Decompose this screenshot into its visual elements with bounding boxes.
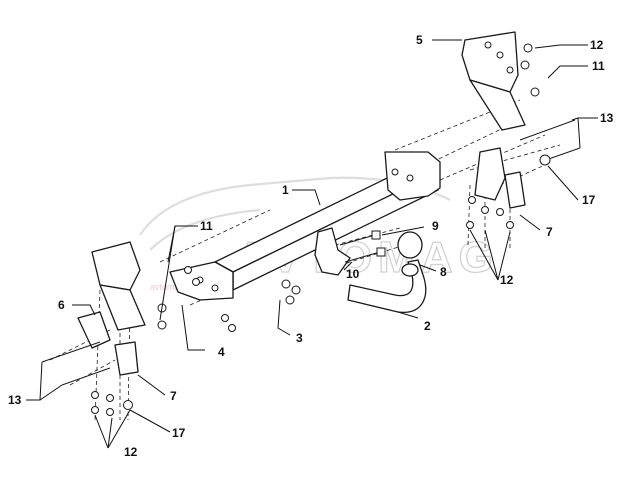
- tow-ball-base: [401, 263, 419, 277]
- callout-1: 1: [282, 183, 289, 197]
- nuts-washers: [91, 43, 551, 416]
- callout-8: 8: [440, 265, 447, 279]
- left-bracket-part-6: [77, 241, 146, 349]
- tow-ball-part-8: [397, 231, 423, 277]
- long-bolts-part-13: [41, 119, 581, 386]
- callout-6: 6: [58, 298, 65, 312]
- left-bracket-arm: [99, 284, 146, 331]
- callout-12-right: 12: [500, 273, 514, 287]
- left-bracket-plate: [91, 241, 141, 291]
- callout-11-right: 11: [592, 59, 605, 73]
- watermark-car-line: [149, 208, 261, 251]
- crossbar-part-1: [169, 151, 441, 301]
- callout-10: 10: [346, 267, 360, 281]
- right-bracket-arm: [469, 79, 526, 131]
- callout-2: 2: [424, 319, 431, 333]
- callout-7-left: 7: [170, 389, 177, 403]
- callout-12-left: 12: [124, 445, 138, 459]
- tow-neck-body: [347, 259, 427, 313]
- clamp-plates-part-7: [114, 147, 526, 376]
- right-bracket-part-5: [461, 31, 526, 131]
- leader-lines: [26, 39, 598, 449]
- callout-9: 9: [432, 219, 439, 233]
- tow-ball-neck-part-2: [347, 259, 427, 313]
- callout-11-left: 11: [200, 219, 213, 233]
- right-bracket-plate: [461, 31, 519, 93]
- callout-13-left: 13: [8, 393, 22, 407]
- callout-7-right: 7: [546, 225, 553, 239]
- ball-mount-plate: [314, 227, 351, 276]
- bolt-set-part-3: [281, 279, 301, 305]
- callout-labels: 1 2 3 4 5 6 7 7 8 9 10 11 11 12 12 12 13…: [8, 33, 614, 459]
- callout-12-top: 12: [590, 38, 604, 52]
- clamp-plate-left: [114, 341, 139, 376]
- callout-4: 4: [218, 345, 225, 359]
- callout-17-left: 17: [172, 426, 186, 440]
- center-bolts: [339, 230, 386, 263]
- callout-3: 3: [296, 331, 303, 345]
- tow-ball: [397, 231, 423, 259]
- callout-5: 5: [416, 33, 423, 47]
- callout-13-right: 13: [600, 111, 614, 125]
- clamp-plate-right: [474, 147, 506, 201]
- callout-17-right: 17: [582, 193, 596, 207]
- left-plate-6: [77, 311, 111, 349]
- clamp-plate-right-rear: [504, 171, 526, 209]
